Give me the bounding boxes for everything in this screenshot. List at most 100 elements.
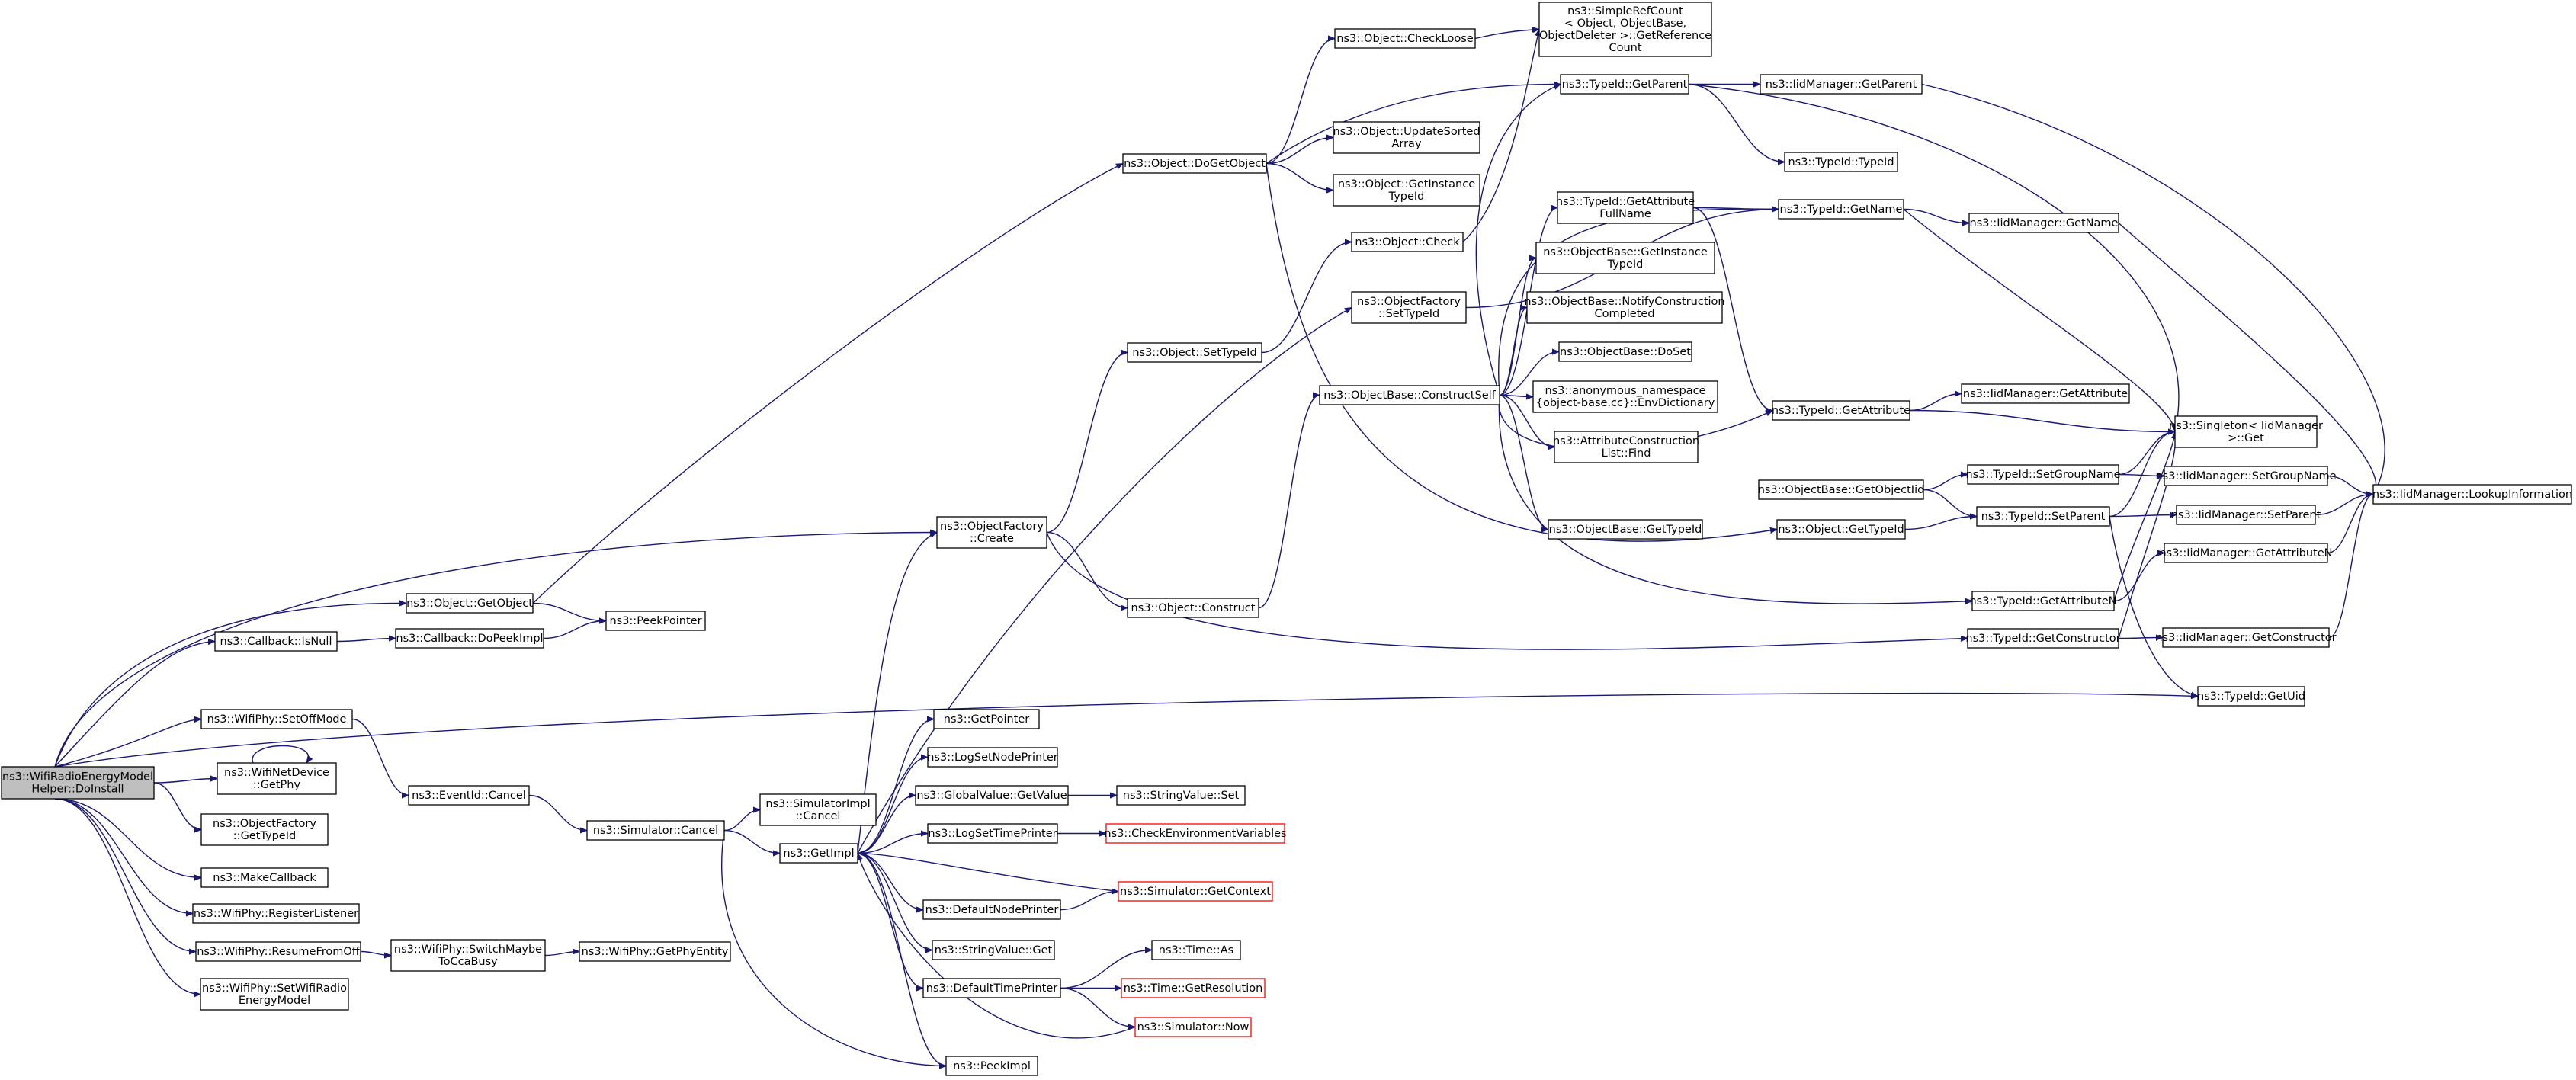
node-box bbox=[195, 941, 361, 962]
node-gvgetvalue[interactable]: ns3::GlobalValue::GetValue bbox=[915, 785, 1069, 806]
edge-tidgetparent-to-singletonget bbox=[1688, 83, 2179, 432]
node-getimpl[interactable]: ns3::GetImpl bbox=[779, 843, 858, 864]
node-root[interactable]: ns3::WifiRadioEnergyModelHelper::DoInsta… bbox=[1, 766, 155, 800]
node-box bbox=[1968, 213, 2119, 233]
node-tidsetparent[interactable]: ns3::TypeId::SetParent bbox=[1976, 506, 2110, 527]
node-isnull[interactable]: ns3::Callback::IsNull bbox=[214, 631, 338, 652]
node-singletonget[interactable]: ns3::Singleton< IidManager>::Get bbox=[2169, 415, 2323, 448]
node-logsettime[interactable]: ns3::LogSetTimePrinter bbox=[927, 823, 1058, 844]
node-peekimpl[interactable]: ns3::PeekImpl bbox=[945, 1056, 1038, 1076]
node-defnode[interactable]: ns3::DefaultNodePrinter bbox=[922, 899, 1061, 920]
node-iidgetattrn[interactable]: ns3::IidManager::GetAttributeN bbox=[2159, 543, 2333, 563]
edge-getobject-to-peekpointer bbox=[532, 602, 606, 621]
edge-root-to-ofgettypeid bbox=[153, 782, 202, 830]
node-label: < Object, ObjectBase, bbox=[1564, 18, 1686, 30]
node-box bbox=[2174, 415, 2318, 448]
node-getpointer[interactable]: ns3::GetPointer bbox=[933, 709, 1040, 729]
node-dopeek[interactable]: ns3::Callback::DoPeekImpl bbox=[395, 628, 544, 649]
node-objsettypeid[interactable]: ns3::Object::SetTypeId bbox=[1127, 342, 1262, 363]
node-tidsetgroup[interactable]: ns3::TypeId::SetGroupName bbox=[1965, 464, 2121, 485]
node-eventcancel[interactable]: ns3::EventId::Cancel bbox=[408, 785, 530, 806]
node-box bbox=[1333, 174, 1480, 207]
node-tidgetattrn[interactable]: ns3::TypeId::GetAttributeN bbox=[1969, 591, 2117, 611]
node-iidsetgroup[interactable]: ns3::IidManager::SetGroupName bbox=[2155, 466, 2337, 486]
node-simplerefcount[interactable]: ns3::SimpleRefCount< Object, ObjectBase,… bbox=[1538, 2, 1712, 57]
node-constructself[interactable]: ns3::ObjectBase::ConstructSelf bbox=[1319, 385, 1500, 405]
node-box bbox=[933, 709, 1040, 729]
node-objconstruct[interactable]: ns3::Object::Construct bbox=[1127, 598, 1259, 618]
node-reglistener[interactable]: ns3::WifiPhy::RegisterListener bbox=[192, 903, 360, 924]
node-strget[interactable]: ns3::StringValue::Get bbox=[932, 940, 1055, 960]
node-iidgetattr[interactable]: ns3::IidManager::GetAttribute bbox=[1961, 383, 2130, 404]
node-obdoset[interactable]: ns3::ObjectBase::DoSet bbox=[1558, 341, 1692, 362]
node-getphyentity[interactable]: ns3::WifiPhy::GetPhyEntity bbox=[579, 941, 731, 962]
node-box bbox=[1122, 153, 1267, 174]
node-tidgetparent[interactable]: ns3::TypeId::GetParent bbox=[1560, 74, 1689, 95]
node-label: ns3::IidManager::GetName bbox=[1970, 217, 2119, 229]
node-box bbox=[1558, 341, 1692, 362]
edge-tidgetattrn-to-singletonget bbox=[2113, 432, 2175, 601]
edge-ofcreate-to-objsettypeid bbox=[1046, 353, 1128, 534]
node-netdevgetphy[interactable]: ns3::WifiNetDevice::GetPhy bbox=[217, 762, 337, 795]
node-label: ns3::GetPointer bbox=[944, 713, 1030, 726]
node-iidgetparent[interactable]: ns3::IidManager::GetParent bbox=[1760, 74, 1923, 95]
node-getobject[interactable]: ns3::Object::GetObject bbox=[406, 593, 534, 614]
node-box bbox=[1526, 291, 1723, 324]
node-iidsetparent[interactable]: ns3::IidManager::SetParent bbox=[2171, 505, 2321, 525]
node-makecallback[interactable]: ns3::MakeCallback bbox=[200, 867, 329, 888]
node-label: ns3::WifiRadioEnergyModel bbox=[2, 771, 153, 784]
node-logsetnode[interactable]: ns3::LogSetNodePrinter bbox=[927, 747, 1058, 768]
node-tidgetuid[interactable]: ns3::TypeId::GetUid bbox=[2197, 686, 2305, 707]
node-anonenv[interactable]: ns3::anonymous_namespace{object-base.cc}… bbox=[1532, 380, 1718, 413]
node-objcheck[interactable]: ns3::Object::Check bbox=[1351, 232, 1464, 252]
node-obgetobjectiid[interactable]: ns3::ObjectBase::GetObjectIid bbox=[1758, 479, 1925, 500]
edge-simcancel-to-peekimpl bbox=[721, 830, 946, 1066]
node-tidgetattr[interactable]: ns3::TypeId::GetAttribute bbox=[1772, 400, 1910, 421]
node-box bbox=[406, 593, 534, 614]
node-obnotify[interactable]: ns3::ObjectBase::NotifyConstructionCompl… bbox=[1524, 291, 1725, 324]
node-ofgettypeid[interactable]: ns3::ObjectFactory::GetTypeId bbox=[200, 813, 329, 846]
node-dogetobject[interactable]: ns3::Object::DoGetObject bbox=[1122, 153, 1267, 174]
edge-dogetobject-to-updatesorted bbox=[1266, 138, 1333, 165]
node-simimplcancel[interactable]: ns3::SimulatorImpl::Cancel bbox=[759, 793, 877, 826]
node-iidgetctor[interactable]: ns3::IidManager::GetConstructor bbox=[2155, 627, 2337, 648]
node-checkloose[interactable]: ns3::Object::CheckLoose bbox=[1334, 28, 1476, 49]
node-ofcreate[interactable]: ns3::ObjectFactory::Create bbox=[936, 516, 1047, 549]
node-strset[interactable]: ns3::StringValue::Set bbox=[1116, 785, 1246, 806]
node-ofsettypeid[interactable]: ns3::ObjectFactory::SetTypeId bbox=[1351, 291, 1467, 324]
node-timeas[interactable]: ns3::Time::As bbox=[1151, 940, 1241, 960]
edge-resumefromoff-to-switchmaybe bbox=[360, 950, 391, 956]
node-resumefromoff[interactable]: ns3::WifiPhy::ResumeFromOff bbox=[195, 941, 361, 962]
node-checkenv[interactable]: ns3::CheckEnvironmentVariables bbox=[1104, 823, 1287, 844]
node-peekpointer[interactable]: ns3::PeekPointer bbox=[605, 611, 706, 631]
node-label: ns3::Callback::DoPeekImpl bbox=[396, 633, 543, 645]
node-label: ns3::WifiPhy::ResumeFromOff bbox=[197, 946, 361, 958]
node-tidgetctor[interactable]: ns3::TypeId::GetConstructor bbox=[1965, 628, 2121, 649]
node-setoffmode[interactable]: ns3::WifiPhy::SetOffMode bbox=[200, 709, 353, 729]
node-label: ns3::DefaultNodePrinter bbox=[925, 904, 1059, 916]
node-simnow[interactable]: ns3::Simulator::Now bbox=[1134, 1017, 1252, 1037]
node-box bbox=[1554, 431, 1699, 463]
node-deftime[interactable]: ns3::DefaultTimePrinter bbox=[922, 978, 1061, 998]
node-box bbox=[1538, 2, 1712, 57]
node-iidgetname[interactable]: ns3::IidManager::GetName bbox=[1968, 213, 2119, 233]
node-timegetres[interactable]: ns3::Time::GetResolution bbox=[1121, 978, 1266, 998]
edge-getimpl-to-ofcreate bbox=[857, 533, 937, 854]
node-objgettypeid[interactable]: ns3::Object::GetTypeId bbox=[1776, 519, 1906, 540]
node-obgettypeid[interactable]: ns3::ObjectBase::GetTypeId bbox=[1548, 519, 1703, 540]
node-box bbox=[922, 978, 1061, 998]
node-label: {object-base.cc}::EnvDictionary bbox=[1536, 397, 1715, 409]
node-iidlookup[interactable]: ns3::IidManager::LookupInformation bbox=[2372, 484, 2572, 505]
node-simcancel[interactable]: ns3::Simulator::Cancel bbox=[586, 820, 725, 841]
node-simgetctx[interactable]: ns3::Simulator::GetContext bbox=[1118, 881, 1273, 902]
node-label: ns3::ObjectFactory bbox=[940, 521, 1044, 533]
node-tidtypeid[interactable]: ns3::TypeId::TypeId bbox=[1784, 152, 1898, 172]
node-tidgetname[interactable]: ns3::TypeId::GetName bbox=[1778, 199, 1904, 220]
